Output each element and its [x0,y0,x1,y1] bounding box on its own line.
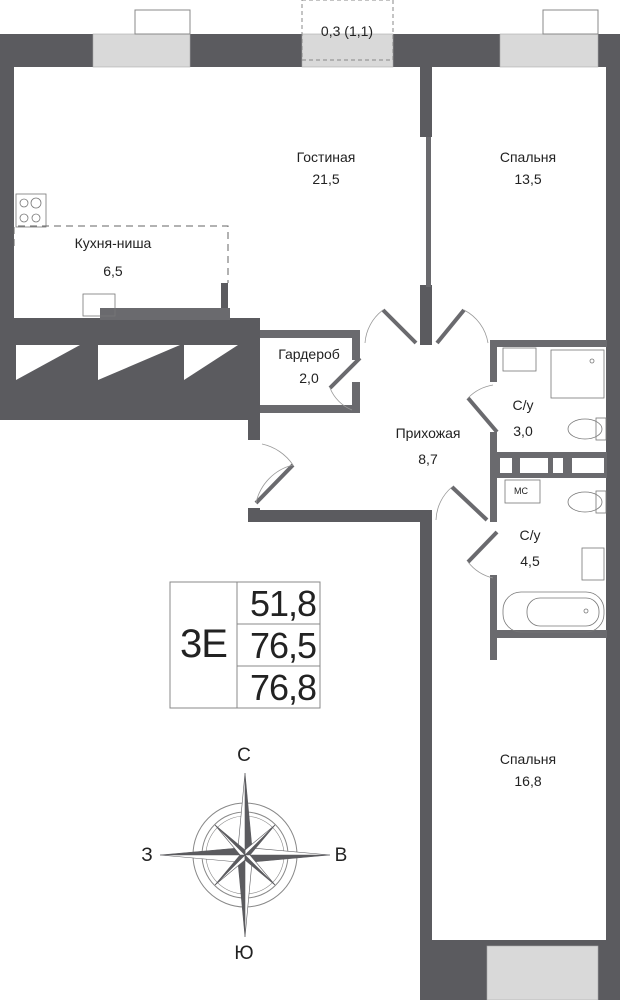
room-name: Гардероб [278,346,340,362]
compass-west: З [141,845,153,866]
toilet-icon [567,491,603,513]
room-area: 3,0 [513,423,533,439]
room-area: 2,0 [299,370,319,386]
room-area: 4,5 [520,553,540,569]
room-bedroom-1: Спальня 13,5 [500,146,556,190]
room-wardrobe: Гардероб 2,0 [278,342,340,390]
door-leaves [254,308,499,564]
balcony-label: 0,3 (1,1) [320,23,374,39]
room-name: Спальня [499,149,557,165]
partitions [100,137,607,660]
cabinet-shading [16,345,238,410]
stove-icon [15,193,47,228]
room-living: Гостиная 21,5 [297,146,356,190]
shower-icon [550,349,605,399]
compass-rose [159,772,331,938]
compass-south: Ю [234,943,254,964]
room-area: 21,5 [312,171,340,187]
total-area: 76,5 [250,625,317,666]
room-name: Прихожая [395,425,461,441]
room-bedroom-2: Спальня 16,8 [500,748,556,792]
room-bathroom-1: С/у 3,0 [513,392,534,444]
room-name: Гостиная [296,149,356,165]
sink-icon [502,347,537,372]
compass-east: В [334,845,348,866]
room-name: Кухня-ниша [74,235,152,251]
compass-north: С [237,745,251,766]
fixtures [15,193,607,633]
room-area: 16,8 [514,773,542,789]
room-kitchen: Кухня-ниша 6,5 [75,229,152,285]
door-swings [255,309,494,579]
room-area: 8,7 [418,451,438,467]
legend-box [169,581,321,709]
room-hallway: Прихожая 8,7 [396,420,461,472]
apartment-type: 3Е [180,622,228,666]
room-name: С/у [519,527,541,543]
windows [92,33,599,1000]
living-area: 51,8 [250,583,317,624]
room-area: 13,5 [514,171,542,187]
window-sills [13,0,599,283]
room-bathroom-2: С/у 4,5 [520,522,541,574]
total-area-with-balcony: 76,8 [250,667,317,708]
shaft-label: МС [514,486,528,496]
room-name: С/у [512,397,534,413]
bathtub-icon [502,591,605,633]
room-area: 6,5 [103,263,123,279]
sink-icon [581,547,605,581]
toilet-icon [567,418,603,440]
kitchen-sink-icon [82,293,116,317]
room-name: Спальня [499,751,557,767]
